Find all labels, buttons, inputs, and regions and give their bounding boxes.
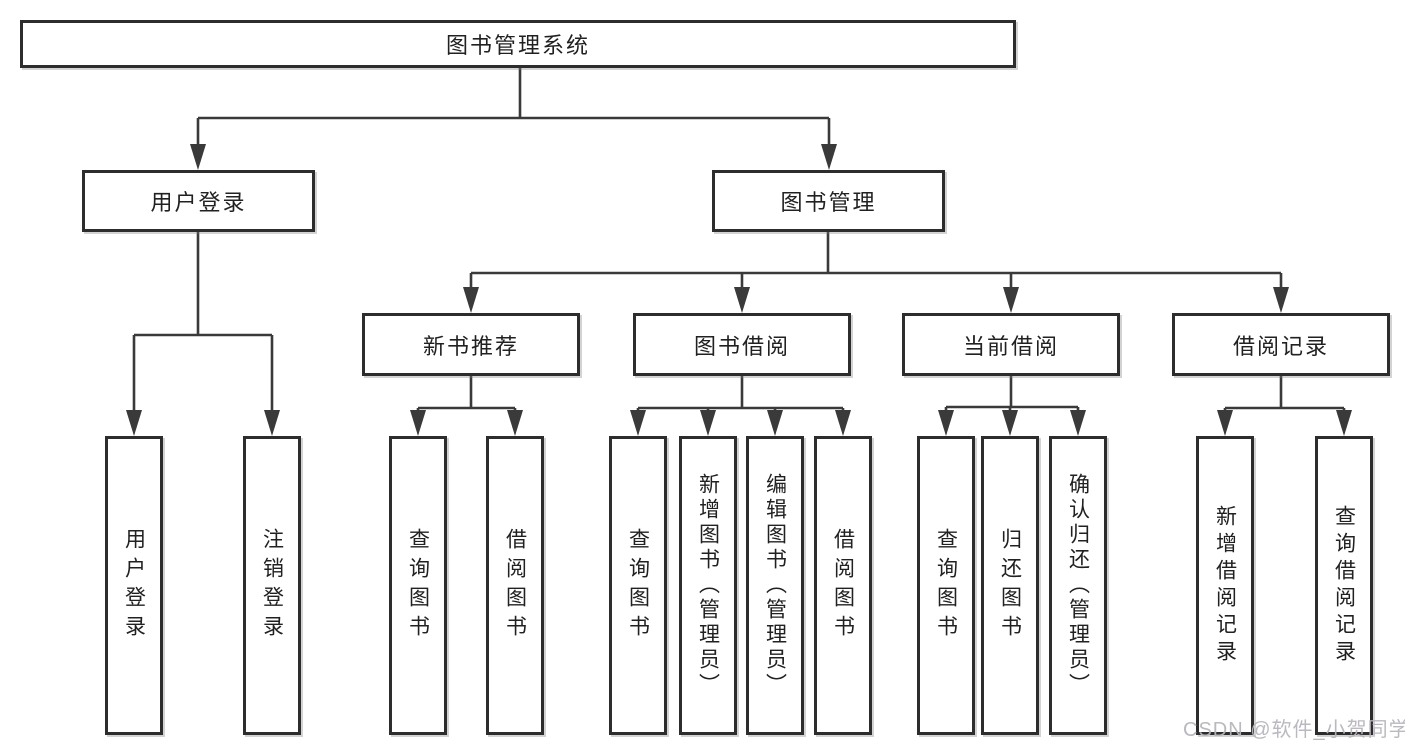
- node-borrowing-records: 借阅记录: [1172, 313, 1390, 376]
- leaf-query-books-borrowing: 查询图书: [609, 436, 667, 735]
- leaf-query-borrow-record: 查询借阅记录: [1315, 436, 1373, 735]
- leaf-return-books: 归还图书: [981, 436, 1039, 735]
- leaf-add-borrow-record: 新增借阅记录: [1196, 436, 1254, 735]
- leaf-borrow-books-recommend: 借阅图书: [486, 436, 544, 735]
- leaf-borrow-books: 借阅图书: [814, 436, 872, 735]
- leaf-logout: 注销登录: [243, 436, 301, 735]
- csdn-watermark: CSDN @软件_小贺同学: [1183, 719, 1405, 741]
- leaf-user-login: 用户登录: [105, 436, 163, 735]
- node-book-management: 图书管理: [712, 170, 945, 232]
- leaf-query-books-recommend: 查询图书: [389, 436, 447, 735]
- leaf-confirm-return-admin: 确认归还（管理员）: [1049, 436, 1107, 735]
- node-user-login: 用户登录: [82, 170, 315, 232]
- leaf-add-books-admin: 新增图书（管理员）: [679, 436, 737, 735]
- node-root-system: 图书管理系统: [20, 20, 1016, 68]
- node-book-borrowing: 图书借阅: [633, 313, 851, 376]
- leaf-query-books-current: 查询图书: [917, 436, 975, 735]
- node-current-borrowing: 当前借阅: [902, 313, 1120, 376]
- leaf-edit-books-admin: 编辑图书（管理员）: [746, 436, 804, 735]
- node-new-book-recommendation: 新书推荐: [362, 313, 580, 376]
